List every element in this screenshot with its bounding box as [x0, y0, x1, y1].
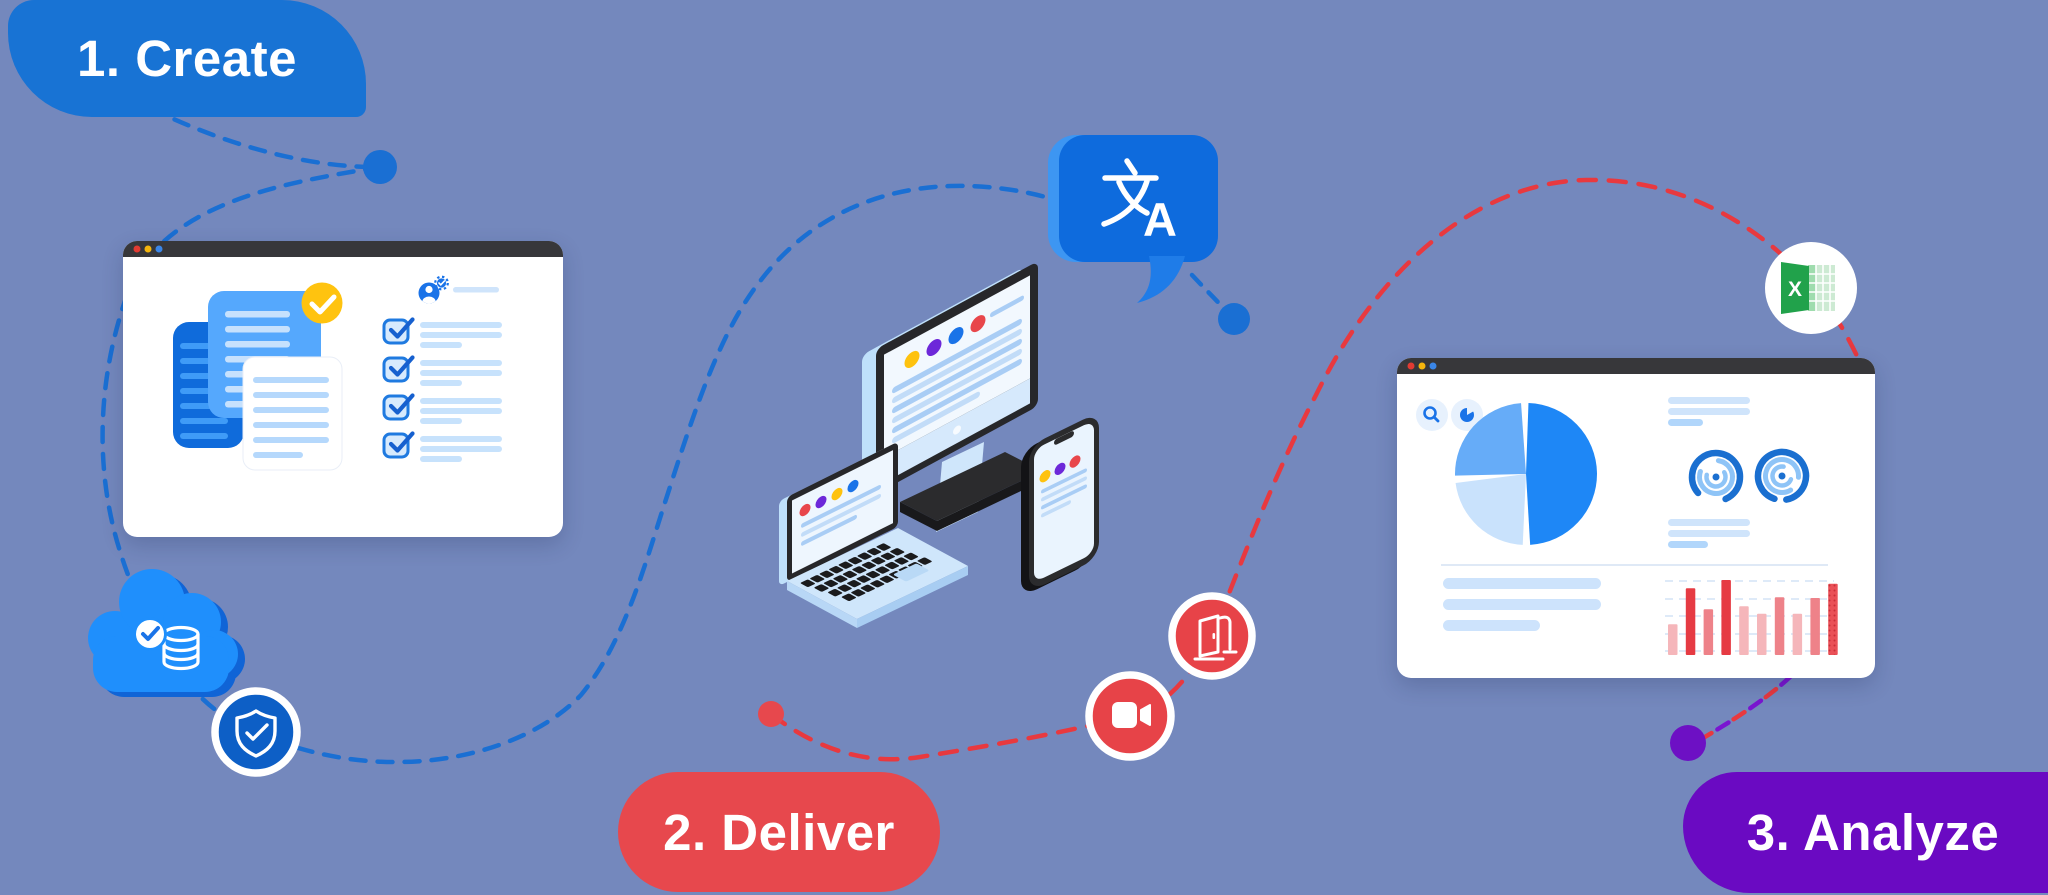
door-icon [1168, 592, 1256, 680]
checkbox-checked-icon [382, 317, 502, 348]
translate-bubble-icon: A [1048, 135, 1218, 303]
search-icon [1416, 399, 1448, 431]
translate-zh-glyph [1101, 158, 1159, 227]
window-titlebar [123, 241, 563, 257]
radial-chart [1688, 449, 1744, 505]
analyze-browser-window [1397, 358, 1875, 678]
analyze-path-red [1695, 673, 1794, 744]
excel-x-letter: X [1788, 278, 1802, 301]
step-label: 2. Deliver [663, 803, 895, 861]
bar-chart [1668, 580, 1838, 655]
translate-to-dot-path [1189, 272, 1237, 322]
window-titlebar [1397, 358, 1875, 374]
document-stack-icon [173, 282, 343, 471]
video-camera-icon [1085, 671, 1175, 761]
database-icon [162, 625, 200, 671]
step-badge-create: 1. Create [8, 0, 366, 117]
checklist [382, 317, 502, 462]
checkbox-checked-icon [382, 393, 502, 424]
pie-chart [1455, 403, 1597, 545]
translate-node-dot [1218, 303, 1250, 335]
laptop-deck [787, 528, 968, 619]
shield-check-icon [211, 687, 301, 777]
check-badge-icon [301, 282, 343, 324]
window-traffic-lights [133, 245, 163, 253]
monitor-stand-base [900, 452, 1042, 521]
checkbox-checked-icon [382, 431, 502, 462]
desktop-monitor [862, 263, 1042, 532]
checkbox-checked-icon [382, 355, 502, 386]
analyze-node-dot [1670, 725, 1706, 761]
create-node-dot [363, 150, 397, 184]
user-gear-icon [418, 275, 499, 304]
create-browser-window [123, 241, 563, 537]
step-label: 3. Analyze [1746, 804, 2000, 861]
step-badge-analyze: 3. Analyze [1683, 772, 2048, 893]
excel-icon: X [1765, 242, 1857, 334]
step-badge-deliver: 2. Deliver [618, 772, 940, 892]
cloud-database-icon [88, 569, 245, 697]
text-lines [1668, 397, 1750, 548]
deliver-node-dot [758, 701, 784, 727]
step-label: 1. Create [77, 30, 297, 87]
analyze-path-purple [1695, 673, 1794, 744]
window-traffic-lights [1407, 362, 1437, 370]
monitor-stand-neck [936, 442, 984, 532]
radial-chart [1754, 448, 1810, 504]
laptop-keyboard [800, 543, 932, 601]
pie-chart-icon [1451, 399, 1483, 431]
laptop [779, 443, 968, 628]
laptop-trackpad [893, 563, 929, 582]
smartphone [1021, 417, 1099, 591]
text-lines [1443, 578, 1601, 631]
translate-a-letter: A [1143, 193, 1177, 246]
check-icon [141, 626, 160, 641]
